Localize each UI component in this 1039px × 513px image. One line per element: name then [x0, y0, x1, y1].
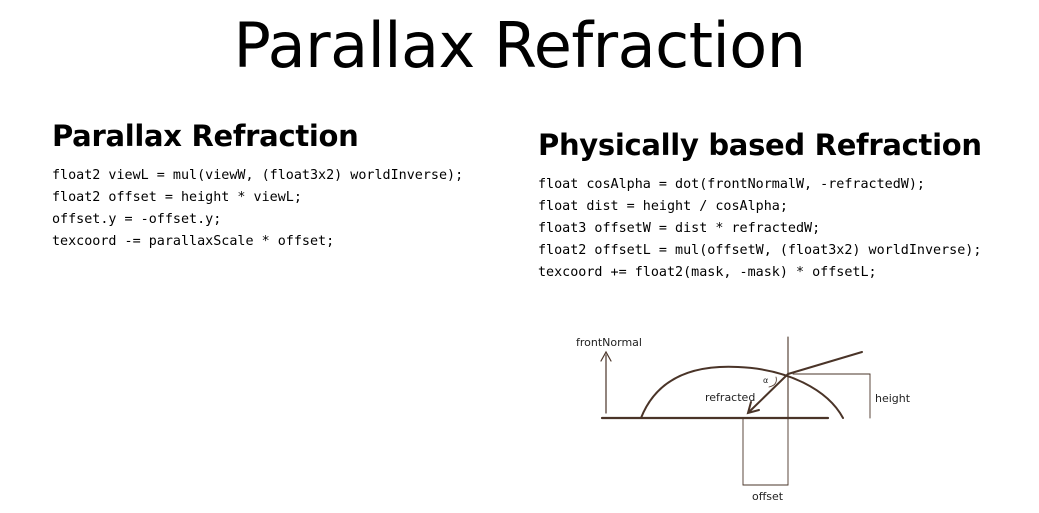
parallax-code-block: float2 viewL = mul(viewW, (float3x2) wor…: [52, 165, 512, 253]
refracted-label: refracted: [705, 391, 755, 404]
slide-title: Parallax Refraction: [233, 9, 806, 82]
code-line: float dist = height / cosAlpha;: [538, 199, 788, 214]
alpha-arc: [768, 376, 777, 388]
dome-curve: [640, 365, 844, 419]
code-line: texcoord += float2(mask, -mask) * offset…: [538, 265, 877, 280]
physical-refraction-section: Physically based Refraction float cosAlp…: [538, 126, 1008, 284]
code-line: float3 offsetW = dist * refractedW;: [538, 221, 821, 236]
code-line: float cosAlpha = dot(frontNormalW, -refr…: [538, 177, 925, 192]
refraction-diagram: frontNormal refracted α height offset: [538, 325, 918, 511]
incoming-ray: [787, 351, 863, 375]
alpha-label: α: [763, 376, 768, 385]
code-line: float2 offset = height * viewL;: [52, 190, 302, 205]
front-normal-arrowhead: [600, 350, 612, 362]
physical-refraction-code-block: float cosAlpha = dot(frontNormalW, -refr…: [538, 174, 1008, 284]
refraction-diagram-svg: frontNormal refracted α height offset: [576, 336, 911, 503]
height-label: height: [875, 392, 911, 405]
physical-refraction-heading: Physically based Refraction: [538, 128, 982, 162]
refracted-ray: [749, 373, 789, 412]
parallax-heading: Parallax Refraction: [52, 119, 359, 153]
parallax-section: Parallax Refraction float2 viewL = mul(v…: [52, 117, 512, 253]
code-line: float2 viewL = mul(viewW, (float3x2) wor…: [52, 168, 464, 183]
refracted-arrowhead: [746, 401, 760, 415]
front-normal-label: frontNormal: [576, 336, 642, 349]
code-line: offset.y = -offset.y;: [52, 212, 222, 227]
offset-label: offset: [752, 490, 784, 503]
code-line: float2 offsetL = mul(offsetW, (float3x2)…: [538, 243, 982, 258]
code-line: texcoord -= parallaxScale * offset;: [52, 234, 335, 249]
